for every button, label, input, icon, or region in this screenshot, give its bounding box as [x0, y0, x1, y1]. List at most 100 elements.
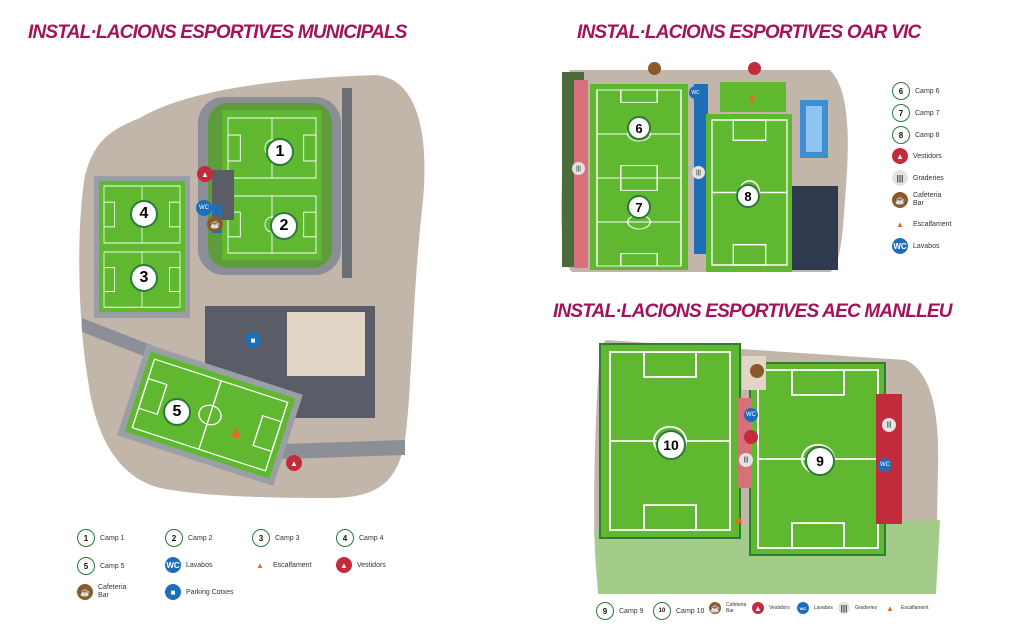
camp-6-icon: 6 — [892, 82, 910, 100]
cafeteria-icon[interactable] — [750, 364, 764, 378]
camp-2-icon: 2 — [165, 529, 183, 547]
legend-aec-lavabos-label: Lavabos — [814, 605, 833, 611]
legend-aec-cafeteria-line1: Cafeteria — [726, 602, 747, 608]
vestidors-icon[interactable]: ▲ — [197, 166, 213, 182]
legend-camp-2-label: Camp 2 — [188, 534, 213, 542]
vestidors-icon: ▲ — [752, 602, 764, 614]
graderies-icon[interactable]: ||| — [882, 418, 896, 432]
legend-parking-label: Parking Cotxes — [186, 588, 234, 596]
marker-camp-4[interactable]: 4 — [130, 200, 158, 228]
oar-pool-inner — [806, 106, 822, 152]
legend-aec-cafeteria-line2: Bar — [726, 608, 734, 614]
camp-3-icon: 3 — [252, 529, 270, 547]
marker-camp-7-label: 7 — [635, 199, 643, 215]
lavabos-icon: WC — [892, 238, 908, 254]
legend-oar-vestidors: ▲Vestidors — [892, 148, 942, 164]
legend-oar-escalfament-label: Escalfament — [913, 220, 952, 228]
escalfament-icon[interactable]: ▲ — [228, 424, 244, 441]
vestidors-icon: ▲ — [336, 557, 352, 573]
legend-aec-escalfament: ▲Escalfament — [884, 602, 929, 614]
legend-aec-escalfament-label: Escalfament — [901, 605, 929, 611]
legend-aec-graderies: ||| Graderies — [838, 602, 877, 614]
municipals-walkway-2 — [250, 440, 405, 460]
marker-camp-3[interactable]: 3 — [130, 264, 158, 292]
legend-camp-3-label: Camp 3 — [275, 534, 300, 542]
lavabos-icon-label: WC — [746, 412, 756, 418]
municipals-map — [79, 75, 425, 498]
legend-aec-graderies-label: Graderies — [855, 605, 877, 611]
legend-vestidors-label: Vestidors — [357, 561, 386, 569]
graderies-icon[interactable]: ||| — [692, 166, 705, 179]
escalfament-icon: ▲ — [256, 560, 264, 570]
graderies-icon[interactable]: ||| — [572, 162, 585, 175]
vestidors-icon[interactable] — [748, 62, 761, 75]
lavabos-icon[interactable]: WC — [689, 86, 702, 99]
marker-camp-10-label: 10 — [663, 437, 679, 453]
marker-camp-8[interactable]: 8 — [736, 184, 760, 208]
legend-camp-3: 3 Camp 3 — [252, 529, 300, 547]
parking-icon[interactable]: ■ — [245, 332, 261, 348]
cafeteria-icon: ☕ — [709, 602, 721, 614]
marker-camp-9-label: 9 — [816, 453, 824, 469]
vestidors-icon[interactable]: ▲ — [286, 455, 302, 471]
graderies-icon: ||| — [838, 602, 850, 614]
lavabos-icon[interactable]: WC — [196, 200, 212, 216]
legend-lavabos: WC Lavabos — [165, 557, 212, 573]
legend-aec-vestidors-label: Vestidors — [769, 605, 790, 611]
legend-oar-graderies-label: Graderies — [913, 174, 944, 182]
marker-camp-6[interactable]: 6 — [627, 116, 651, 140]
marker-camp-7[interactable]: 7 — [627, 195, 651, 219]
lavabos-icon[interactable]: WC — [744, 408, 758, 422]
escalfament-icon[interactable]: ▲ — [733, 512, 745, 526]
title-aec-manlleu: INSTAL·LACIONS ESPORTIVES AEC MANLLEU — [553, 301, 952, 322]
parking-building — [287, 312, 365, 376]
cafeteria-icon[interactable] — [648, 62, 661, 75]
camp-8-icon: 8 — [892, 126, 910, 144]
legend-lavabos-label: Lavabos — [186, 561, 213, 569]
cafeteria-icon: ☕ — [77, 584, 93, 600]
lavabos-icon-label: WC — [199, 205, 209, 211]
camp-10-icon: 10 — [653, 602, 671, 620]
escalfament-icon[interactable]: ▲ — [746, 90, 758, 104]
graderies-icon[interactable]: ||| — [739, 453, 753, 467]
camp-5-icon: 5 — [77, 557, 95, 575]
legend-oar-cafeteria-line2: Bar — [913, 200, 924, 207]
legend-cafeteria-line1: Cafeteria — [98, 584, 127, 591]
legend-oar-escalfament: ▲ Escalfament — [892, 216, 952, 232]
escalfament-icon: ▲ — [896, 219, 904, 229]
camp-4-icon: 4 — [336, 529, 354, 547]
legend-aec-vestidors: ▲ Vestidors — [752, 602, 790, 614]
marker-camp-9[interactable]: 9 — [805, 446, 835, 476]
field-6-7 — [590, 84, 688, 270]
vestidors-icon[interactable] — [744, 430, 758, 444]
lavabos-icon[interactable]: WC — [878, 458, 892, 472]
cafeteria-icon: ☕ — [892, 192, 908, 208]
marker-camp-5-label: 5 — [172, 403, 182, 420]
legend-aec-camp-10-label: Camp 10 — [676, 607, 705, 615]
marker-camp-10[interactable]: 10 — [656, 430, 686, 460]
marker-camp-2[interactable]: 2 — [270, 212, 298, 240]
graderies-icon: ||| — [892, 170, 908, 186]
marker-camp-1[interactable]: 1 — [266, 138, 294, 166]
cafeteria-icon[interactable]: ☕ — [207, 216, 223, 232]
legend-camp-5-label: Camp 5 — [100, 562, 125, 570]
camp-9-icon: 9 — [596, 602, 614, 620]
marker-camp-8-label: 8 — [744, 188, 752, 204]
legend-camp-4-label: Camp 4 — [359, 534, 384, 542]
marker-camp-5[interactable]: 5 — [163, 398, 191, 426]
legend-oar-camp-6-label: Camp 6 — [915, 87, 940, 95]
legend-escalfament-label: Escalfament — [273, 561, 312, 569]
legend-cafeteria-line2: Bar — [98, 592, 109, 599]
lavabos-icon: WC — [165, 557, 181, 573]
